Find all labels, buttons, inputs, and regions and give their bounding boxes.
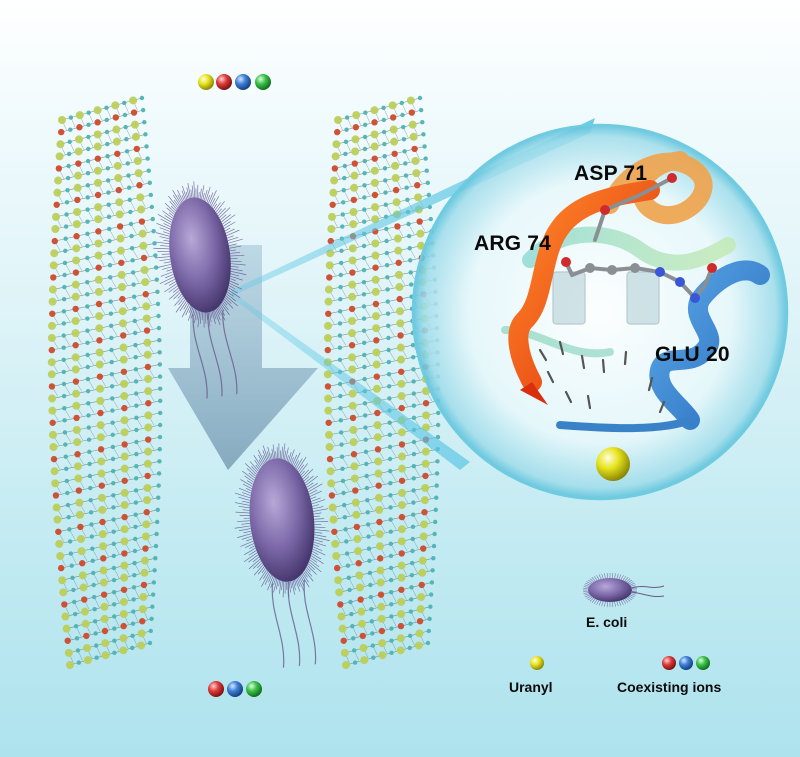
legend-bacterium-icon [583,573,665,607]
ion-group-bottom [208,681,262,697]
legend-uranyl-label: Uranyl [509,679,553,695]
ion-group-top [198,74,271,90]
helix-ribbon-blue [649,260,770,430]
legend-uranyl-icon [530,656,544,670]
protein-zoom-bubble [411,123,789,501]
legend-coexisting-label: Coexisting ions [617,679,722,695]
left-lattice-column [47,95,163,669]
label-arg74: ARG 74 [474,232,552,255]
uranyl-ion-sphere [596,447,630,481]
label-asp71: ASP 71 [574,162,648,185]
helix-ribbon-blue-tail [556,416,694,433]
bacterium-bottom [234,443,330,668]
helix-ribbon-red-tip [520,382,548,405]
interaction-dashes [538,340,666,414]
label-glu20: GLU 20 [655,343,730,366]
helix-ribbon-red [508,180,660,392]
legend-coexisting-icons [662,656,710,670]
zoom-beam-bottom [232,292,470,470]
legend-ecoli-label: E. coli [586,614,628,630]
right-lattice-column [323,95,441,669]
bacterium-top [153,181,247,399]
